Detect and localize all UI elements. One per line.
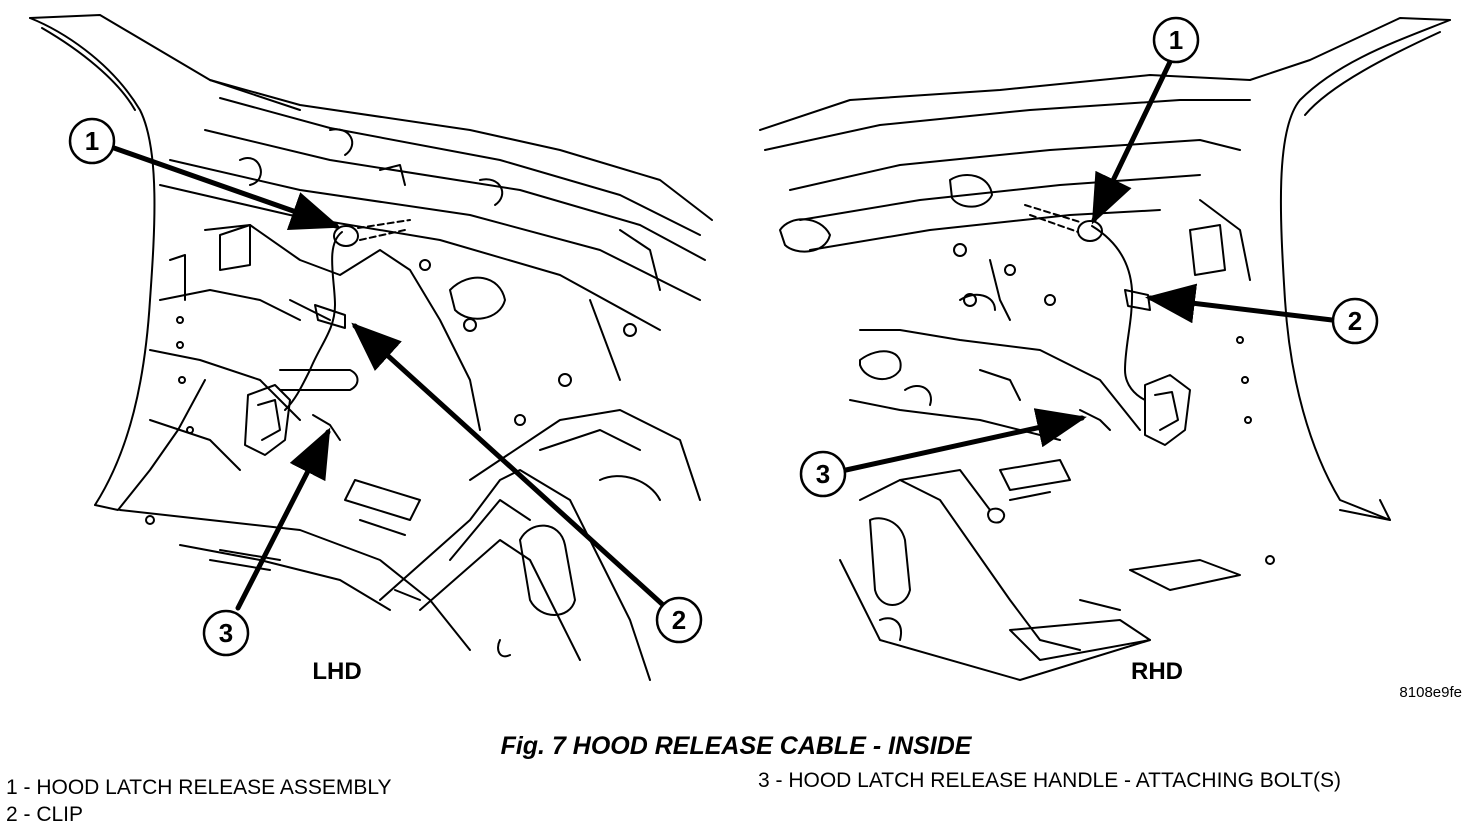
lhd-callout-3: 3 <box>202 609 250 657</box>
figure-caption: Fig. 7 HOOD RELEASE CABLE - INSIDE <box>500 732 972 760</box>
lhd-arrow-1 <box>111 145 341 230</box>
legend-item-2: 2 - CLIP <box>6 803 84 826</box>
rhd-arrow-3 <box>843 408 1087 473</box>
lhd-callout-2: 2 <box>655 596 703 644</box>
rhd-vehicle-drawing <box>759 17 1451 681</box>
rhd-arrow-2 <box>1145 283 1335 324</box>
svg-text:1: 1 <box>85 126 99 156</box>
svg-text:2: 2 <box>672 605 686 635</box>
lhd-vehicle-drawing <box>29 14 713 681</box>
lhd-callouts: 1 2 3 <box>68 117 703 657</box>
lhd-arrow-2 <box>351 322 665 607</box>
svg-text:2: 2 <box>1348 306 1362 336</box>
callout-arrows <box>111 59 1335 611</box>
rhd-label: RHD <box>1131 658 1183 685</box>
lhd-callout-1: 1 <box>68 117 116 165</box>
svg-text:3: 3 <box>219 618 233 648</box>
rhd-callout-1: 1 <box>1152 16 1200 64</box>
legend-item-3: 3 - HOOD LATCH RELEASE HANDLE - ATTACHIN… <box>758 769 1342 792</box>
legend-item-1: 1 - HOOD LATCH RELEASE ASSEMBLY <box>6 776 392 799</box>
lhd-label: LHD <box>312 658 361 685</box>
rhd-arrow-1 <box>1091 59 1173 225</box>
image-code: 8108e9fe <box>1399 684 1462 701</box>
rhd-callout-2: 2 <box>1331 297 1379 345</box>
svg-text:1: 1 <box>1169 25 1183 55</box>
svg-text:3: 3 <box>816 459 830 489</box>
rhd-callout-3: 3 <box>799 450 847 498</box>
lhd-arrow-3 <box>235 427 331 611</box>
rhd-callouts: 1 2 3 <box>799 16 1379 498</box>
